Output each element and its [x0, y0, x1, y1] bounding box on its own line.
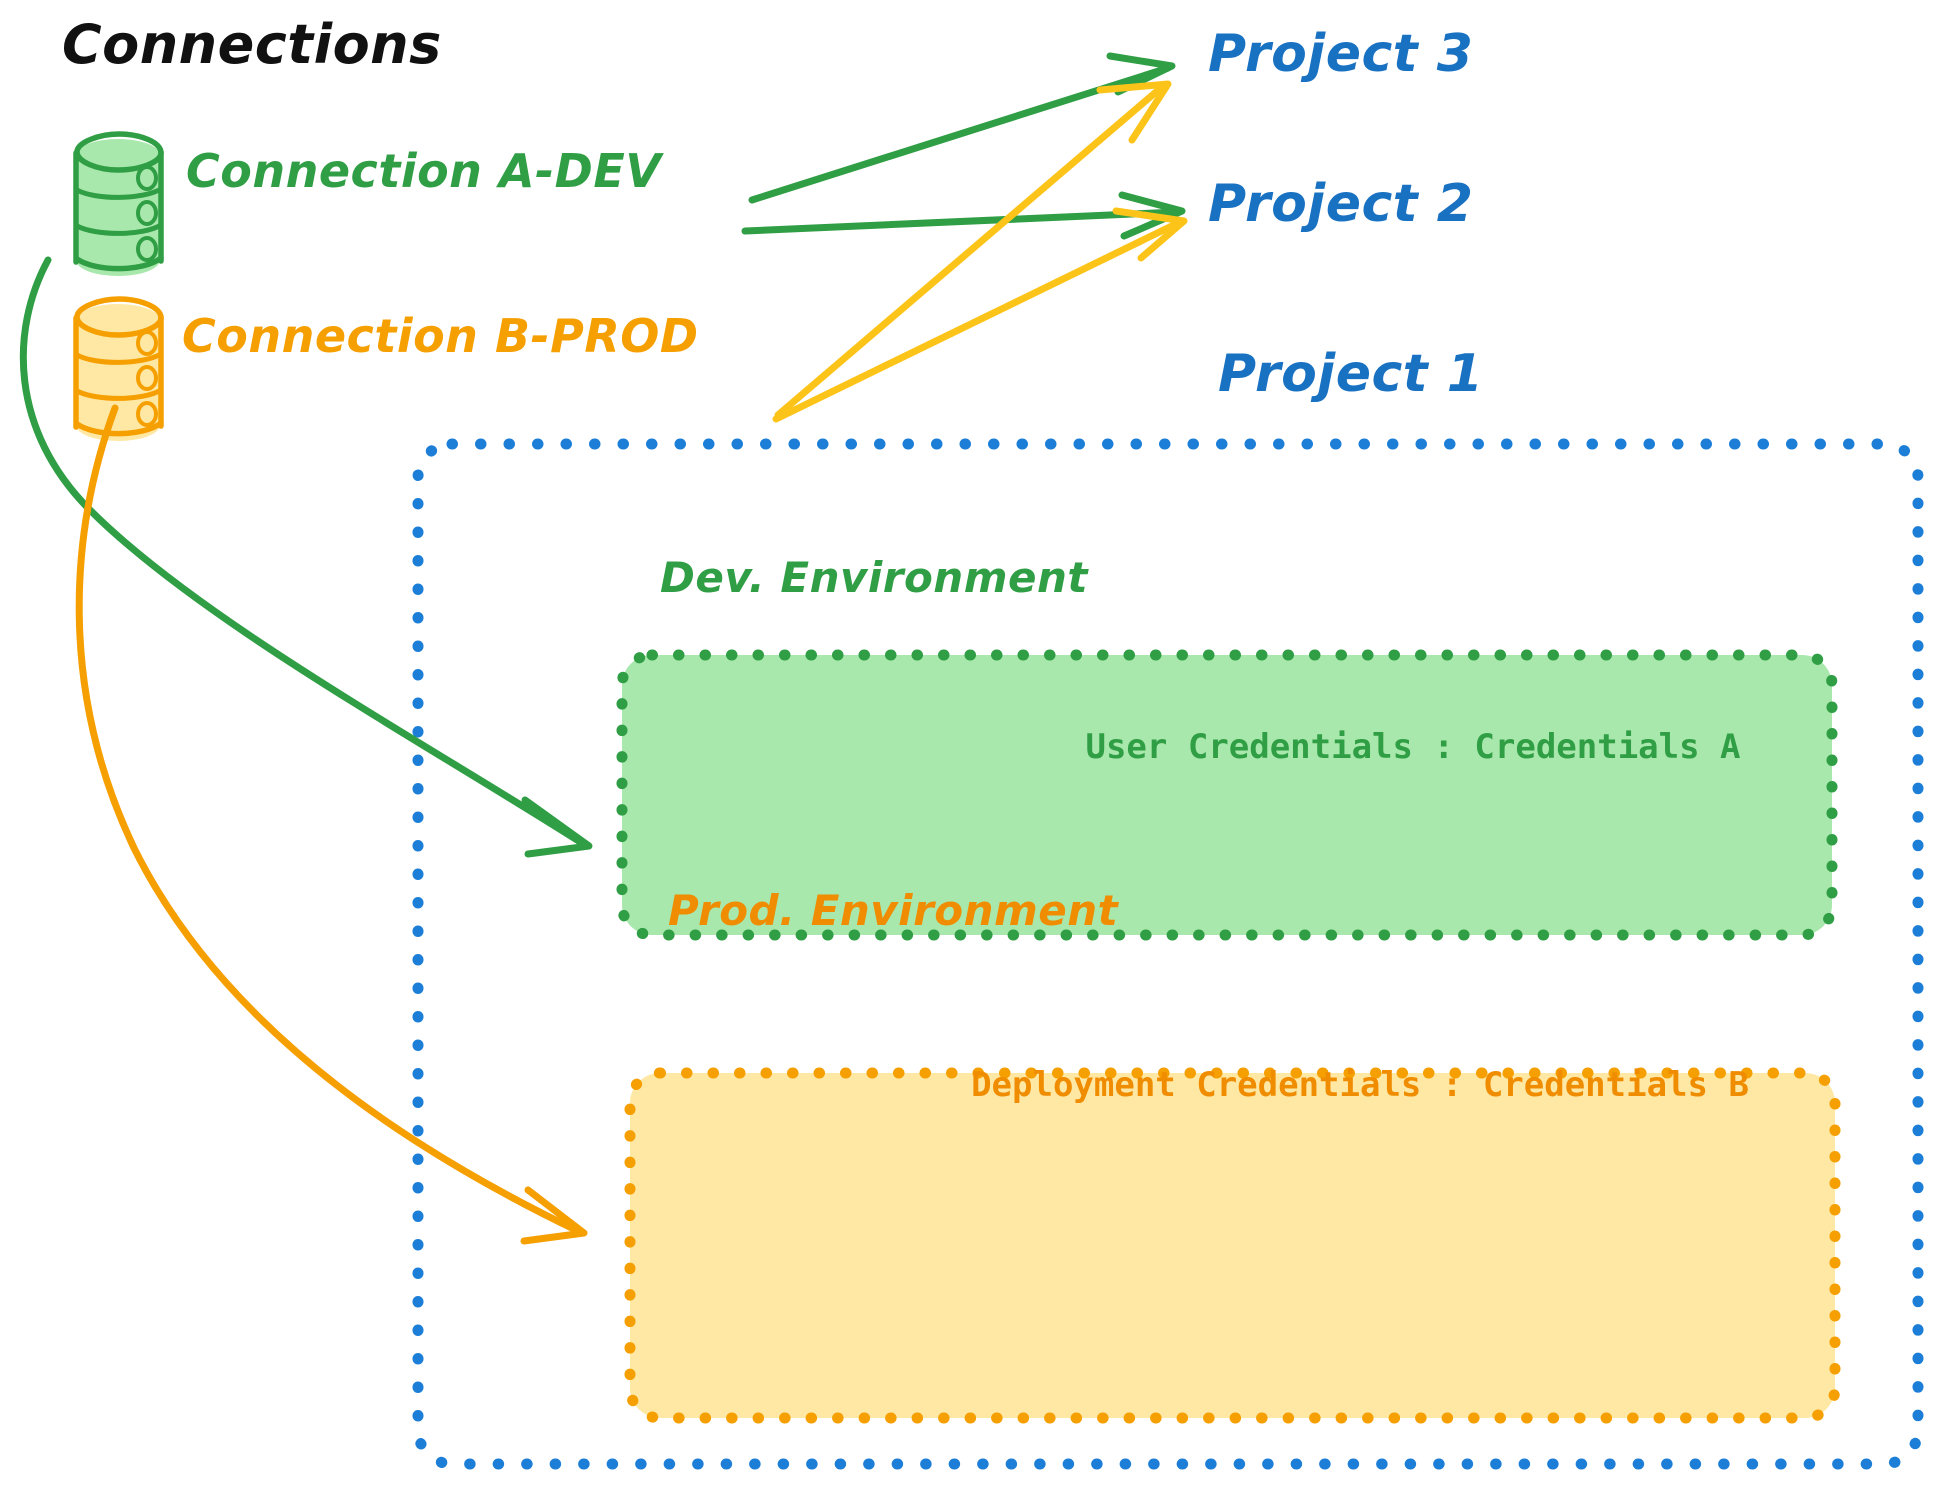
connection-a-dev-label[interactable]: Connection A-DEV: [186, 144, 662, 198]
arrow-conn-a-to-project-2: [741, 191, 1186, 240]
prod-environment-box[interactable]: [624, 1067, 1841, 1424]
database-cylinder-icon-green[interactable]: [73, 131, 164, 276]
database-cylinder-icon-orange[interactable]: [73, 296, 164, 441]
project-3-label[interactable]: Project 3: [1208, 24, 1474, 84]
arrow-conn-b-to-project-3: [774, 80, 1172, 419]
connection-b-prod-label[interactable]: Connection B-PROD: [182, 309, 699, 363]
prod-environment-credentials: Deployment Credentials : Credentials B: [971, 1065, 1749, 1105]
dev-environment-credentials: User Credentials : Credentials A: [1085, 727, 1741, 767]
arrow-conn-a-to-dev-environment: [19, 256, 593, 858]
page-title: Connections: [62, 13, 442, 76]
arrow-conn-b-to-prod-environment: [75, 404, 588, 1245]
project-2-label[interactable]: Project 2: [1208, 174, 1474, 234]
dev-environment-box[interactable]: [616, 649, 1838, 941]
prod-environment-title: Prod. Environment: [668, 886, 1119, 935]
dev-environment-title: Dev. Environment: [660, 553, 1088, 602]
arrow-conn-b-to-project-2: [772, 207, 1188, 423]
project-1-label[interactable]: Project 1: [1218, 344, 1484, 404]
project-1-container: [412, 438, 1924, 1470]
